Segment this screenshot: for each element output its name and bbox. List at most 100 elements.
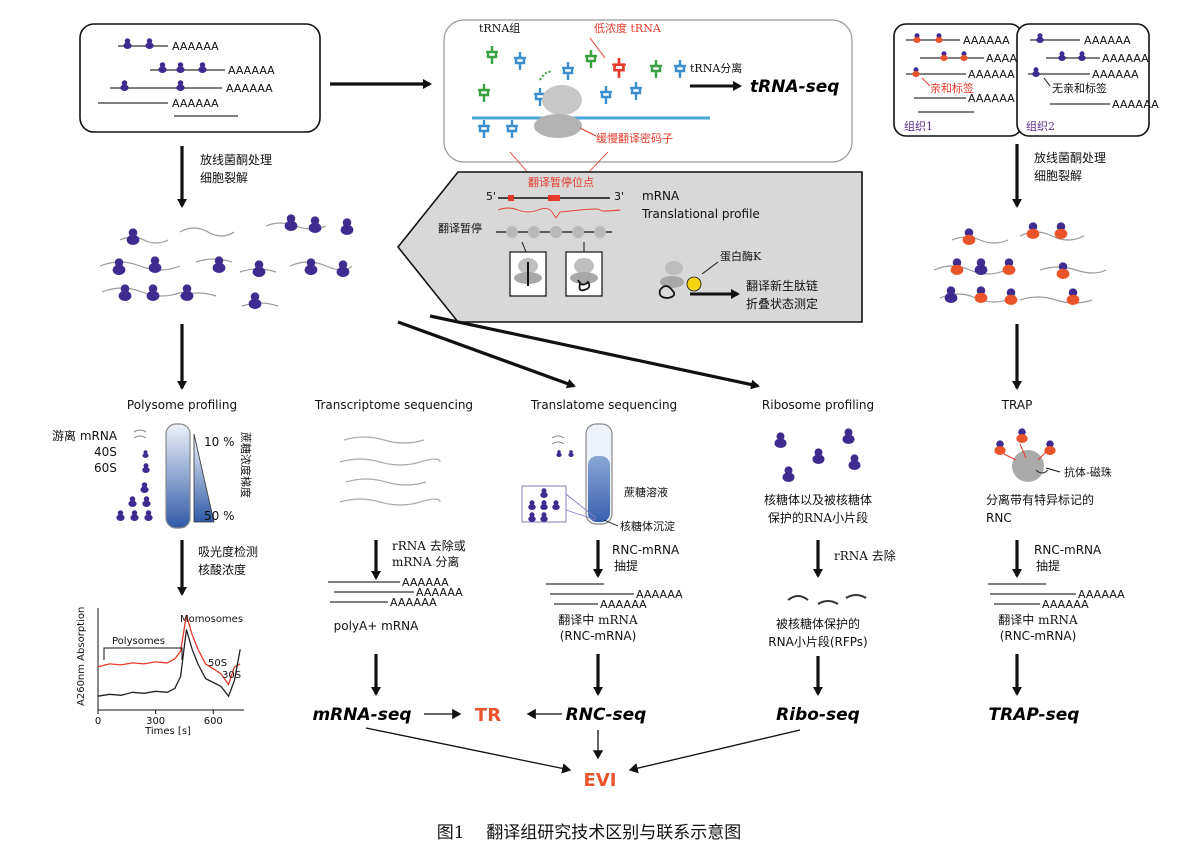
trap-tail-2: AAAAAA: [1042, 598, 1089, 611]
trap-result-1: 翻译中 mRNA: [998, 612, 1078, 627]
translatome-result-2: (RNC-mRNA): [560, 629, 637, 643]
no-tag-label: 无亲和标签: [1052, 81, 1107, 95]
ribosome-desc-1: 核糖体以及被核糖体: [764, 492, 872, 507]
trap-right-tail-2: AAAAAA: [1102, 52, 1149, 65]
trap-left-tail-1: AAAAAA: [963, 34, 1010, 47]
transcriptome-step-1: rRNA 去除或: [392, 538, 466, 553]
trap-desc-1: 分离带有特异标记的: [986, 492, 1094, 507]
pellet-label: 核糖体沉淀: [620, 519, 675, 533]
ribo-seq-label: Ribo-seq: [776, 705, 860, 725]
transcriptome-result: polyA+ mRNA: [334, 619, 419, 633]
translatome-tail-1: AAAAAA: [636, 588, 683, 601]
trap-tail-1: AAAAAA: [1078, 588, 1125, 601]
translatome-step-2: 抽提: [614, 558, 638, 573]
pct-top-label: 10 %: [204, 435, 235, 449]
pct-bottom-label: 50 %: [204, 509, 235, 523]
ribosome-step: rRNA 去除: [834, 548, 896, 563]
mrna-tail-2: AAAAAA: [228, 64, 275, 77]
trna-seq-label: tRNA-seq: [750, 77, 839, 97]
evi-label: EVI: [584, 770, 617, 791]
pause-label: 翻译暂停: [438, 221, 482, 235]
trna-panel: tRNA组 低浓度 tRNA 缓慢翻译密码子 tRNA分离 tRNA-seq: [443, 19, 853, 163]
translatome-result-1: 翻译中 mRNA: [558, 612, 638, 627]
transcriptome-tail-3: AAAAAA: [390, 596, 437, 609]
three-prime: 3': [614, 190, 624, 203]
transcriptome-step-2: mRNA 分离: [392, 554, 459, 569]
polysome-column: 游离 mRNA 40S 60S 10 % 50 % 蔗糖浓度梯度 吸光度检测 核…: [52, 423, 258, 596]
translatome-column: 蔗糖溶液 核糖体沉淀 RNC-mRNA 抽提 AAAAAA AAAAAA 翻译中…: [521, 423, 683, 725]
sucrose-label: 蔗糖溶液: [624, 485, 668, 499]
trap-desc-2: RNC: [986, 511, 1012, 525]
low-trna-label: 低浓度 tRNA: [594, 21, 662, 35]
trap-step-1: RNC-mRNA: [1034, 543, 1102, 557]
trap-seq-label: TRAP-seq: [989, 705, 1080, 725]
tissue2-label: 组织2: [1026, 119, 1055, 133]
transcriptome-title: Transcriptome sequencing: [314, 398, 473, 412]
treatment-right-1: 放线菌酮处理: [1034, 150, 1106, 165]
five-prime: 5': [486, 190, 496, 203]
arrow-to-ribosome: [429, 314, 760, 390]
treatment-left-1: 放线菌酮处理: [200, 152, 272, 167]
annotation-momosomes: Momosomes: [180, 614, 243, 625]
ribosome-column: 核糖体以及被核糖体 保护的RNA小片段 rRNA 去除 被核糖体保护的 RNA小…: [764, 428, 896, 725]
ribosome-result-2: RNA小片段(RFPs): [768, 634, 867, 649]
trap-left-tail-2: AAAA: [986, 52, 1017, 65]
trap-right-tail-3: AAAAAA: [1092, 68, 1139, 81]
mrna-tail-1: AAAAAA: [172, 40, 219, 53]
trap-result-2: (RNC-mRNA): [1000, 629, 1077, 643]
mrna-tail-4: AAAAAA: [172, 97, 219, 110]
trap-right-tail-1: AAAAAA: [1084, 34, 1131, 47]
arrow-to-translatome: [397, 320, 576, 389]
translation-profile-panel: 翻译暂停位点 5' 3' mRNA Translational profile …: [396, 171, 863, 323]
treatment-right-2: 细胞裂解: [1034, 169, 1082, 183]
ribosome-title: Ribosome profiling: [762, 398, 874, 412]
detect-label-2: 核酸浓度: [198, 562, 246, 577]
trap-title: TRAP: [1001, 398, 1033, 412]
transcriptome-tail-2: AAAAAA: [416, 586, 463, 599]
gradient-label: 蔗糖浓度梯度: [239, 432, 253, 498]
ribosome-desc-2: 保护的RNA小片段: [768, 510, 868, 525]
mrna-pool-box: AAAAAA AAAAAA AAAAAA AAAAAA: [79, 23, 321, 133]
transcriptome-tail-1: AAAAAA: [402, 576, 449, 589]
annotation-50s: 50S: [208, 658, 227, 669]
chart-series-line-2: [97, 629, 241, 698]
slow-codon-label: 缓慢翻译密码子: [596, 131, 673, 145]
annotation-30s: 30S: [222, 670, 241, 681]
figure-caption: 图1 翻译组研究技术区别与联系示意图: [437, 823, 741, 843]
mrna-seq-label: mRNA-seq: [312, 705, 411, 725]
chart-xtick-label: 0: [95, 716, 101, 727]
trap-tissue-boxes: AAAAAA AAAA AAAAAA AAAAAA 亲和标签 组织1 AAAAA…: [893, 23, 1159, 137]
s40-label: 40S: [94, 445, 117, 459]
translatome-tail-2: AAAAAA: [600, 598, 647, 611]
bead-label: 抗体-磁珠: [1064, 465, 1112, 479]
chart-ylabel: A260nm Absorption: [76, 607, 87, 706]
translatome-step-1: RNC-mRNA: [612, 543, 680, 557]
tissue1-label: 组织1: [904, 119, 933, 133]
trap-left-tail-4: AAAAAA: [968, 92, 1015, 105]
chart-xlabel: Times [s]: [144, 726, 191, 737]
chart-xtick-label: 300: [146, 716, 165, 727]
left-lysate: [99, 222, 353, 307]
rnc-seq-label: RNC-seq: [566, 705, 647, 725]
trna-pool-label: tRNA组: [479, 21, 520, 35]
mrna-tail-3: AAAAAA: [226, 82, 273, 95]
folding-label-1: 翻译新生肽链: [746, 278, 818, 293]
protease-k-label: 蛋白酶K: [720, 249, 762, 263]
affinity-tag-label: 亲和标签: [930, 81, 974, 95]
translatome-title: Translatome sequencing: [530, 398, 677, 412]
trap-left-tail-3: AAAAAA: [968, 68, 1015, 81]
tr-label: TR: [475, 705, 501, 726]
pause-site-label: 翻译暂停位点: [528, 175, 594, 189]
ribosome-result-1: 被核糖体保护的: [776, 616, 860, 631]
folding-label-2: 折叠状态测定: [746, 296, 818, 311]
detect-label-1: 吸光度检测: [198, 544, 258, 559]
transcriptome-column: rRNA 去除或 mRNA 分离 AAAAAA AAAAAA AAAAAA po…: [312, 436, 466, 725]
treatment-left-2: 细胞裂解: [200, 171, 248, 185]
trap-column: 抗体-磁珠 分离带有特异标记的 RNC RNC-mRNA 抽提 AAAAAA A…: [986, 428, 1125, 725]
trap-step-2: 抽提: [1036, 558, 1060, 573]
s60-label: 60S: [94, 461, 117, 475]
profile-label: Translational profile: [641, 207, 760, 221]
annotation-polysomes: Polysomes: [112, 636, 165, 647]
trna-separation-label: tRNA分离: [690, 61, 742, 75]
mrna-label: mRNA: [642, 189, 680, 203]
